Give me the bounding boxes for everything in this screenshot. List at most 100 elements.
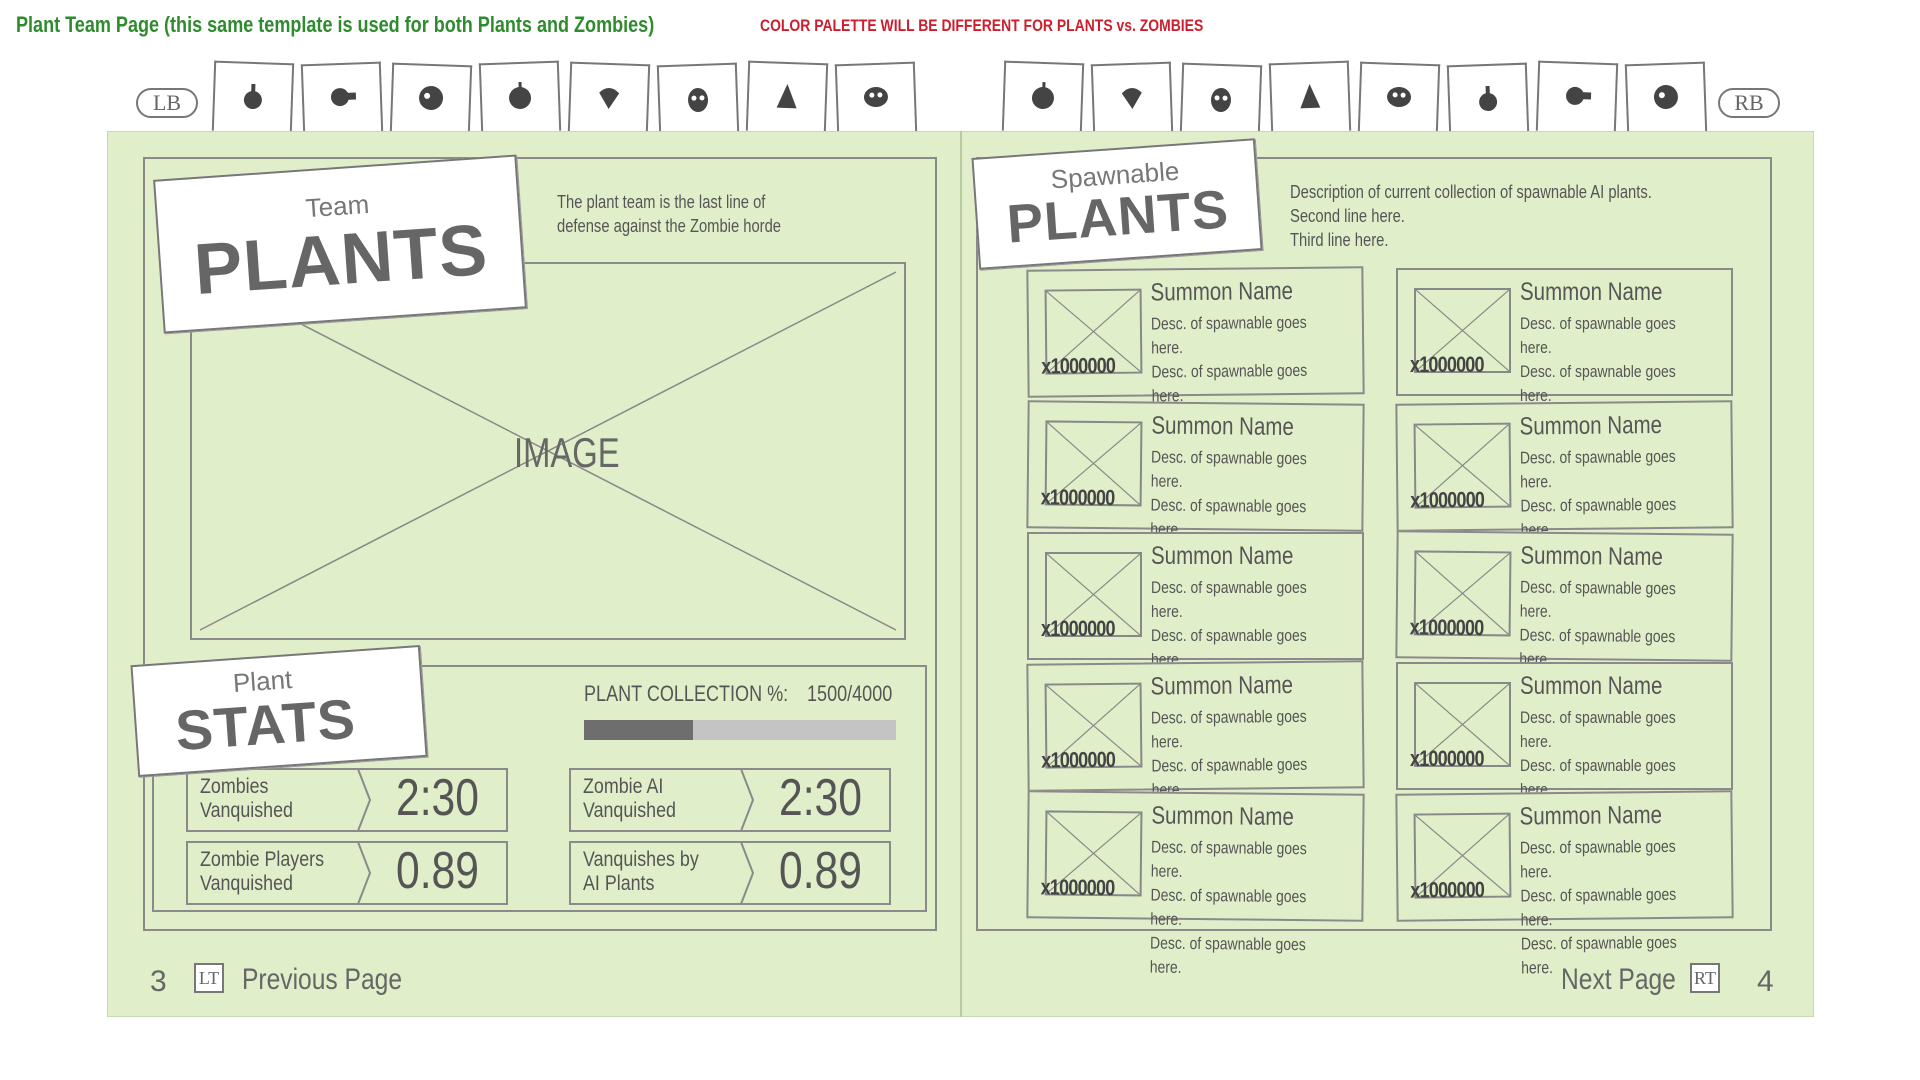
lt-trigger-icon: LT [194,963,224,993]
right-page-number: 4 [1757,965,1774,998]
stat-label-line: Zombies [200,775,269,798]
spawnable-item[interactable]: x1000000 Summon Name Desc. of spawnable … [1026,790,1365,977]
soldier-zombie-icon [1115,80,1148,118]
spawnable-item[interactable]: x1000000 Summon Name Desc. of spawnable … [1026,400,1365,587]
spawnable-count: x1000000 [1410,746,1485,771]
stat-box: Zombie Players Vanquished 0.89 [186,841,508,905]
stats-frame [152,665,927,912]
tab-flower-zombie[interactable] [1535,60,1619,134]
tab-peashooter[interactable] [300,61,384,135]
spawnable-name: Summon Name [1519,800,1663,831]
spawnable-image-cross [1416,684,1509,765]
tab-zombie-head[interactable] [1001,60,1085,134]
goggles-zombie-icon [1382,80,1415,118]
spawnable-item[interactable]: x1000000 Summon Name Desc. of spawnable … [1396,662,1733,847]
spawnable-count: x1000000 [1040,874,1115,901]
tab-cherry-bomb[interactable] [478,60,562,134]
image-label: IMAGE [514,429,620,476]
stat-value: 2:30 [396,769,479,827]
stat-label-line: Vanquished [200,872,293,895]
spawnable-description-line: Third line here. [1290,230,1389,250]
spawnable-image-cross [1416,290,1509,371]
flower-zombie-icon [1560,79,1593,117]
tab-chomper[interactable] [389,62,473,136]
spawnable-desc-line: Desc. of spawnable goes here. [1150,706,1307,752]
collection-progress-bar [584,720,896,740]
left-page-number: 3 [150,965,167,998]
stat-value: 2:30 [779,769,862,827]
next-page-link[interactable]: Next Page [1561,963,1676,996]
spawnable-desc-line: Desc. of spawnable goes here. [1150,885,1307,929]
spawnable-image-placeholder [1044,810,1143,897]
team-image-placeholder: IMAGE [190,262,906,640]
template-note: Plant Team Page (this same template is u… [16,12,655,37]
stat-box: Zombie AI Vanquished 2:30 [569,768,891,832]
tab-goggles-zombie[interactable] [1357,61,1441,135]
spawnable-name: Summon Name [1150,276,1294,307]
spawnable-item[interactable]: x1000000 Summon Name Desc. of spawnable … [1395,530,1734,717]
captain-zombie-icon [1649,80,1682,118]
right-page-frame [976,157,1772,931]
stat-label: Zombie Players Vanquished [200,848,324,896]
spawnable-count: x1000000 [1409,614,1484,641]
spawnable-count: x1000000 [1410,876,1485,903]
spawnable-name: Summon Name [1520,541,1663,572]
rose-icon [770,79,803,117]
rb-bumper-button[interactable]: RB [1718,88,1780,118]
tab-captain-zombie[interactable] [1624,61,1708,135]
tab-scientist-zombie[interactable] [1268,60,1352,134]
collection-value: 1500/4000 [807,681,893,706]
stat-value: 0.89 [779,842,862,900]
spawnable-description-line: Second line here. [1290,206,1405,226]
tab-sprout[interactable] [211,60,295,134]
spawnable-image-placeholder [1413,812,1512,899]
stat-box: Vanquishes by AI Plants 0.89 [569,841,891,905]
spawnable-item[interactable]: x1000000 Summon Name Desc. of spawnable … [1026,266,1365,453]
cherry-bomb-icon [503,79,536,117]
tab-engineer-zombie[interactable] [1179,62,1263,136]
stat-label-line: Vanquished [583,799,676,822]
stat-label-line: Vanquished [200,799,293,822]
spawnable-item[interactable]: x1000000 Summon Name Desc. of spawnable … [1026,660,1365,847]
palette-note: COLOR PALETTE WILL BE DIFFERENT FOR PLAN… [760,16,1204,35]
collection-label: PLANT COLLECTION %: [584,681,789,706]
spawnable-item[interactable]: x1000000 Summon Name Desc. of spawnable … [1395,790,1734,977]
spawnable-image-cross [1046,422,1141,505]
engineer-zombie-icon [1204,81,1237,119]
image-cross [199,271,897,631]
tab-spider[interactable] [834,61,918,135]
spawnable-item[interactable]: x1000000 Summon Name Desc. of spawnable … [1395,400,1734,587]
rt-trigger-icon: RT [1690,963,1720,993]
spawnable-image-cross [1047,554,1140,635]
tab-pirate-zombie[interactable] [1446,62,1530,136]
spawnable-desc-line: Desc. of spawnable goes here. [1150,447,1307,491]
zombie-head-icon [1026,79,1059,117]
spawnable-count: x1000000 [1041,352,1116,379]
spawnable-name: Summon Name [1150,670,1294,701]
spawnable-image-placeholder [1414,288,1511,373]
book-spine [960,131,962,1017]
spawnable-item[interactable]: x1000000 Summon Name Desc. of spawnable … [1027,532,1364,717]
team-description-line: defense against the Zombie horde [557,216,782,236]
spawnable-item[interactable]: x1000000 Summon Name Desc. of spawnable … [1396,268,1733,453]
sprout-icon [236,79,269,117]
stat-label: Vanquishes by AI Plants [583,848,699,896]
spawnable-title-card: Spawnable PLANTS [971,138,1263,270]
spawnable-description: Description of current collection of spa… [1290,180,1652,252]
spawnable-name: Summon Name [1151,542,1294,570]
spawnable-name: Summon Name [1519,410,1663,441]
tab-strawberry[interactable] [567,61,651,135]
spawnable-description: Desc. of spawnable goes here. Desc. of s… [1520,835,1695,981]
spawnable-desc-line: Desc. of spawnable goes here. [1520,884,1677,930]
tab-rose[interactable] [745,60,829,134]
spawnable-description-line: Description of current collection of spa… [1290,182,1652,202]
spawnable-count: x1000000 [1410,486,1485,513]
spawnable-description: Desc. of spawnable goes here. Desc. of s… [1150,836,1325,982]
stat-box-outline [186,768,508,832]
tab-cactus[interactable] [656,62,740,136]
previous-page-link[interactable]: Previous Page [242,963,403,996]
tab-soldier-zombie[interactable] [1090,61,1174,135]
spawnable-desc-line: Desc. of spawnable goes here. [1519,577,1676,621]
lb-bumper-button[interactable]: LB [136,88,198,118]
spawnable-name: Summon Name [1520,278,1663,306]
